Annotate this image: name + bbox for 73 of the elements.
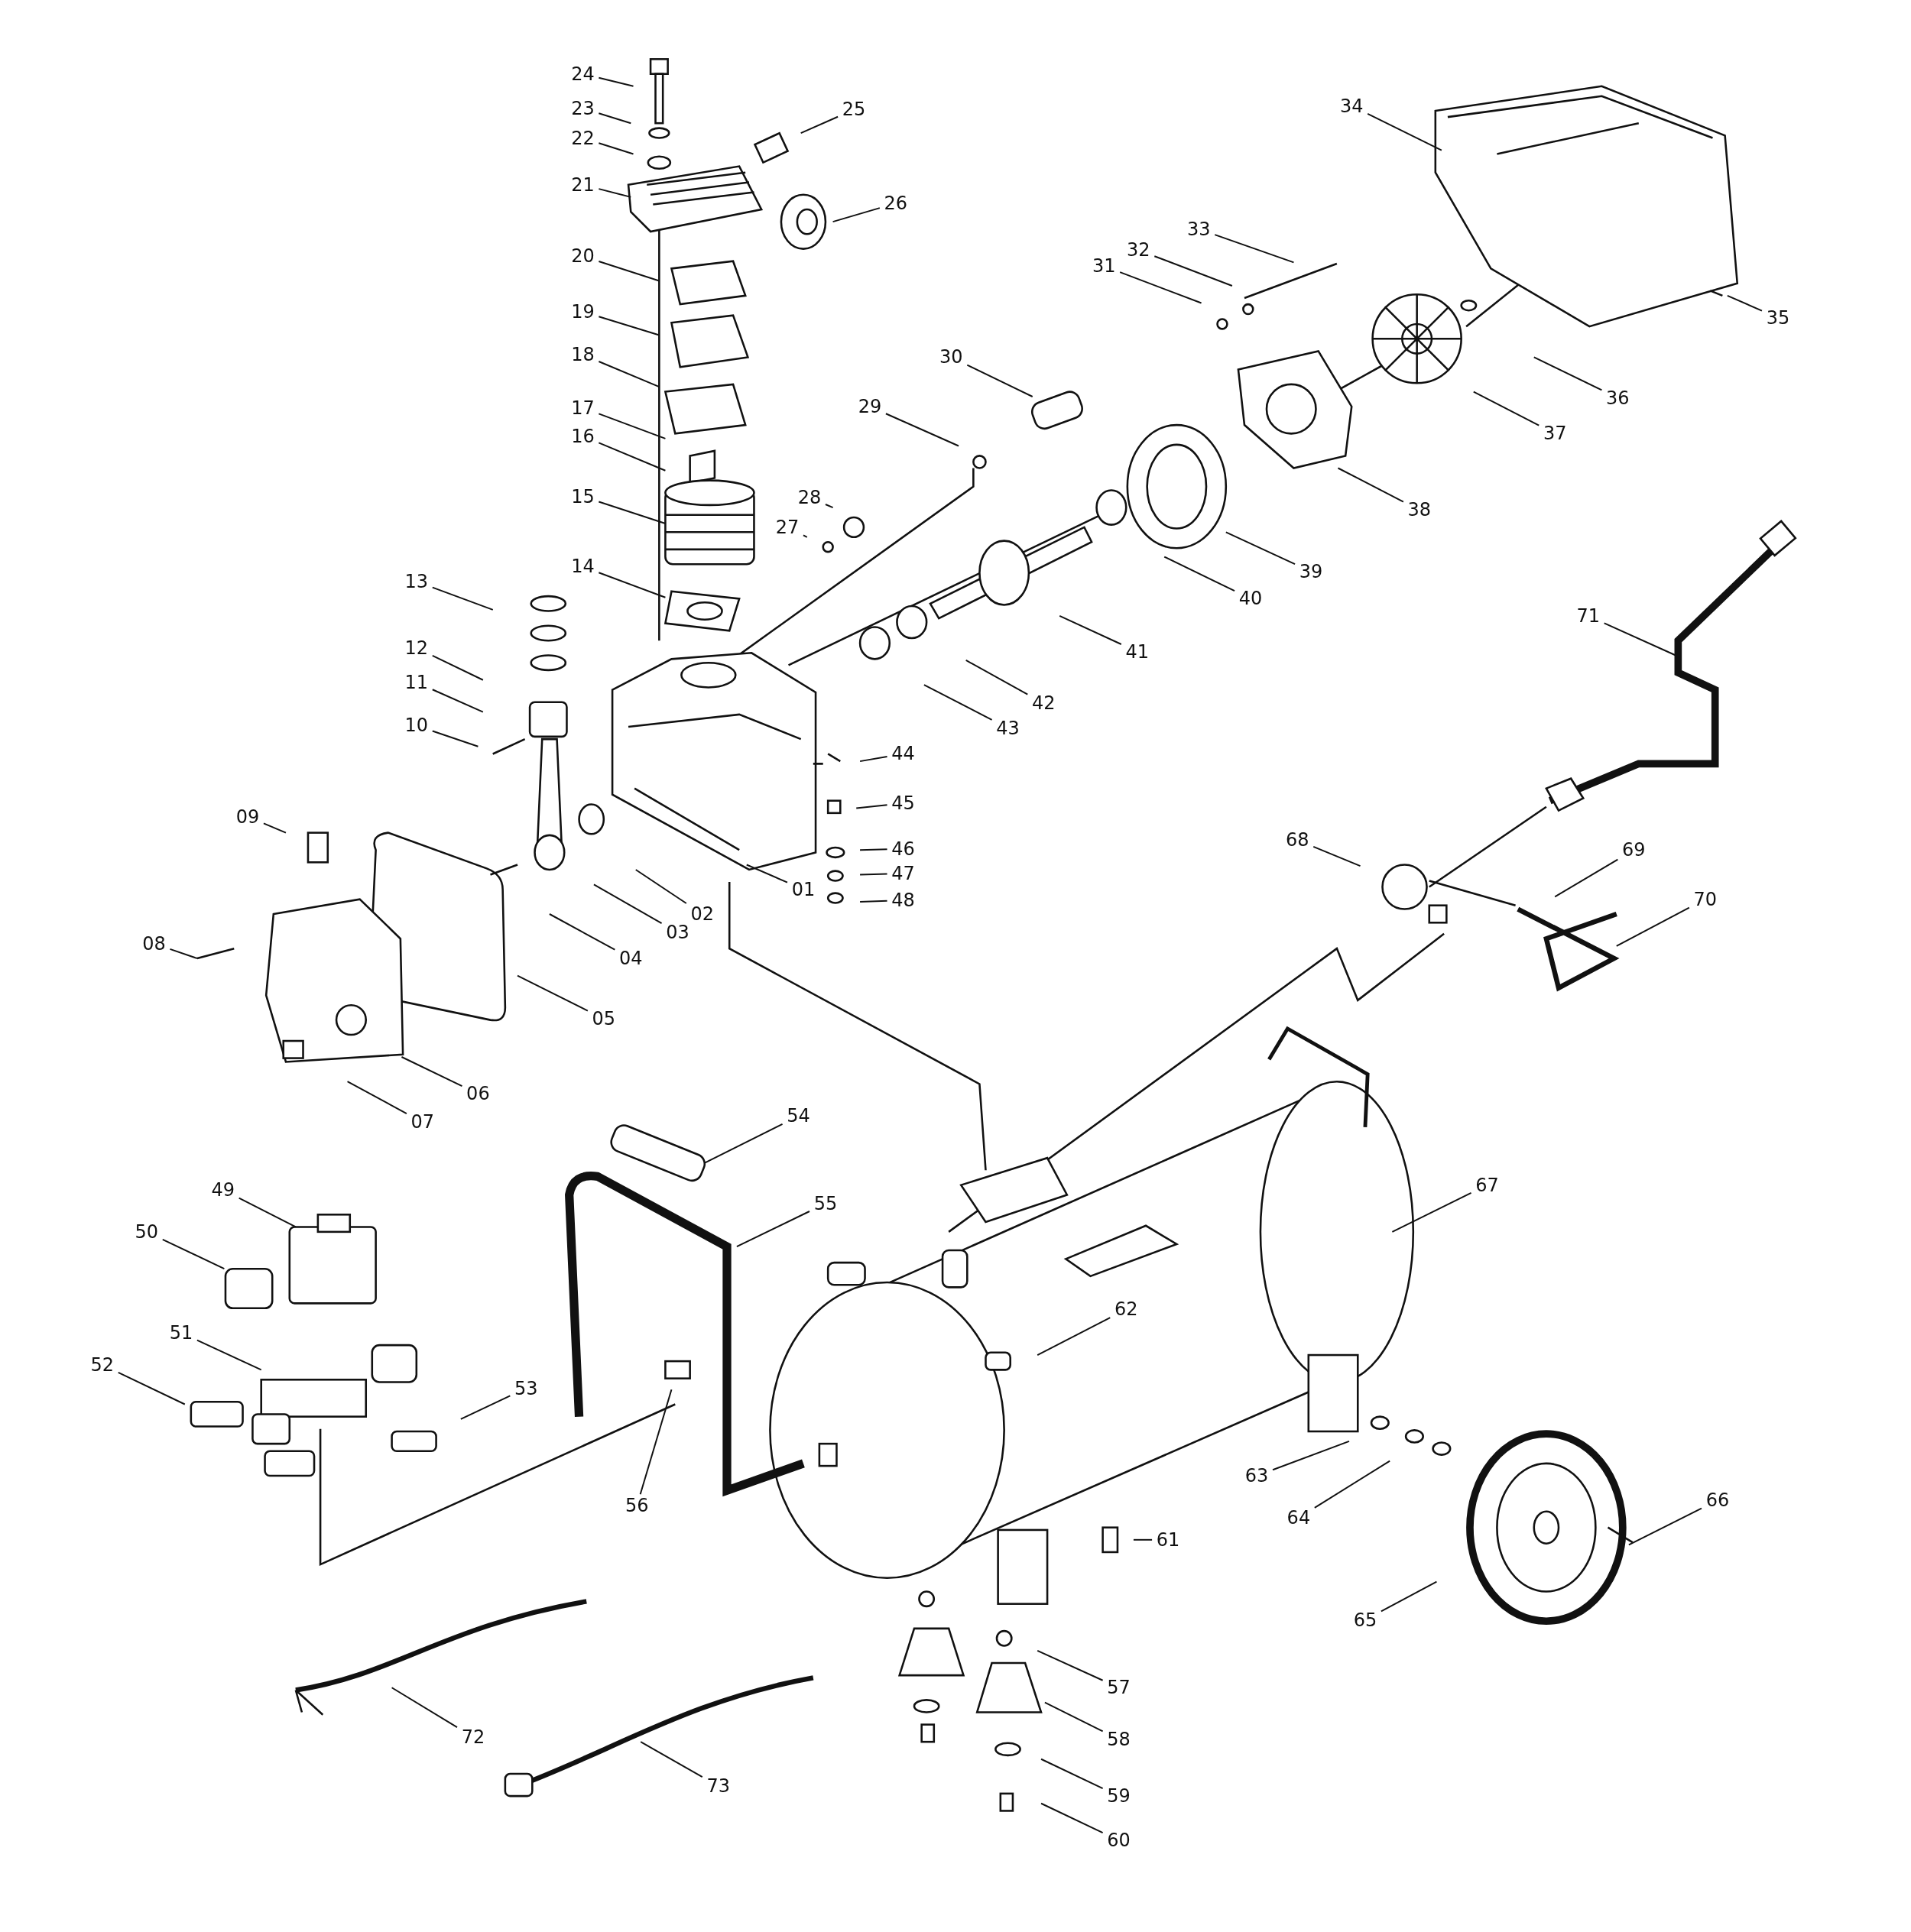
- leader-line: [1615, 906, 1690, 947]
- leader-line: [548, 913, 616, 951]
- leader-line: [117, 1371, 186, 1405]
- leader-line: [517, 974, 589, 1012]
- leader-line: [634, 869, 687, 905]
- leader-line: [161, 1238, 225, 1270]
- leader-line: [598, 261, 660, 282]
- leader-line: [598, 188, 632, 198]
- leader-line: [832, 207, 881, 223]
- leader-line: [1627, 1507, 1702, 1546]
- leader-line: [735, 1211, 810, 1248]
- leader-line: [431, 730, 479, 747]
- leader-line: [824, 504, 834, 509]
- leader-line: [639, 1389, 673, 1496]
- leader-line: [1313, 1460, 1391, 1509]
- leader-line: [431, 689, 484, 713]
- leader-line: [169, 948, 198, 960]
- leader-line: [800, 115, 839, 135]
- leader-line: [884, 413, 960, 447]
- leader-line: [1225, 531, 1296, 566]
- leader-line: [431, 654, 484, 681]
- leader-line: [1214, 234, 1295, 264]
- leader-line: [238, 1197, 297, 1228]
- leader-line: [855, 804, 888, 809]
- leader-line: [598, 142, 634, 155]
- leader-line: [1132, 1538, 1153, 1541]
- leader-line: [598, 76, 634, 87]
- leader-line: [1312, 845, 1361, 867]
- leader-line: [1554, 858, 1619, 898]
- leader-line: [598, 501, 667, 525]
- leader-line: [1726, 294, 1763, 312]
- leader-line: [431, 586, 494, 611]
- leader-line: [1533, 356, 1603, 391]
- leader-line: [923, 684, 993, 721]
- leader-line: [1163, 556, 1236, 592]
- leader-line: [459, 1395, 511, 1420]
- leader-line: [859, 756, 888, 763]
- leader-line: [598, 112, 632, 125]
- leader-line: [598, 413, 667, 439]
- leader-line: [745, 864, 788, 883]
- leader-line: [965, 659, 1029, 695]
- leader-line: [598, 316, 660, 336]
- leader-line: [262, 822, 287, 834]
- leader-line: [401, 1056, 463, 1088]
- leader-line: [859, 848, 888, 851]
- leader-line: [1472, 391, 1540, 426]
- leader-line: [346, 1081, 407, 1115]
- leader-line: [391, 1687, 458, 1729]
- leader-line: [1272, 1440, 1350, 1471]
- leader-line: [1040, 1802, 1104, 1834]
- leader-line: [704, 1123, 784, 1164]
- leader-line: [1367, 112, 1442, 151]
- leader-line: [598, 442, 667, 472]
- leader-line: [859, 900, 888, 903]
- leader-line: [1037, 1649, 1104, 1681]
- leader-line: [196, 1339, 262, 1371]
- leader-line: [1037, 1317, 1111, 1357]
- leader-line: [802, 534, 808, 538]
- leader-line: [966, 364, 1033, 397]
- leader-line: [859, 873, 888, 876]
- leader-line: [598, 572, 667, 598]
- leader-line: [1119, 271, 1202, 304]
- leader-line: [1040, 1758, 1104, 1790]
- leader-line: [1380, 1580, 1438, 1613]
- leader-line: [1603, 622, 1677, 656]
- leader-line: [640, 1741, 703, 1778]
- leader-line: [1059, 614, 1122, 646]
- leader-line: [1391, 1191, 1472, 1233]
- leader-line: [1153, 255, 1233, 287]
- leader-line: [1337, 467, 1404, 503]
- leader-line: [1043, 1701, 1104, 1733]
- leader-line: [598, 361, 660, 388]
- leader-line: [592, 883, 663, 925]
